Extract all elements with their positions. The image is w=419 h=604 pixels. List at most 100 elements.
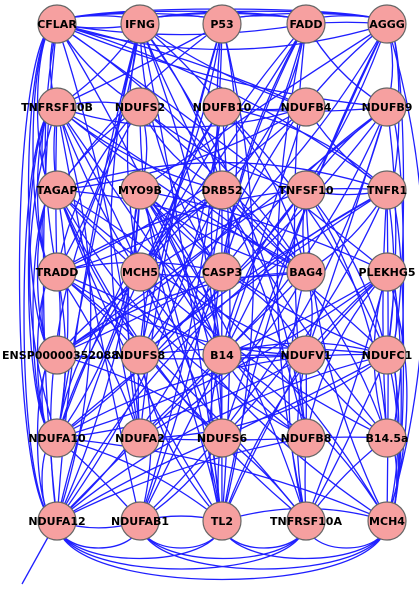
edge: [56, 437, 223, 522]
node-circle: [367, 4, 407, 44]
node-label: NDUFS2: [115, 101, 165, 114]
node[interactable]: CFLAR: [37, 4, 77, 44]
node[interactable]: NDUFB10: [193, 87, 252, 127]
node[interactable]: CASP3: [202, 252, 242, 292]
node[interactable]: MYO9B: [118, 170, 162, 210]
node-circle: [120, 87, 160, 127]
node-label: NDUFS6: [197, 432, 248, 445]
node-circle: [286, 335, 326, 375]
node-label: B14: [210, 349, 234, 362]
node[interactable]: NDUFA12: [28, 501, 86, 541]
edge: [386, 271, 408, 522]
edge: [56, 271, 307, 522]
node[interactable]: DRB52: [201, 170, 243, 210]
node[interactable]: NDUFA2: [115, 418, 165, 458]
node-label: NDUFA12: [28, 515, 85, 528]
node[interactable]: NDUFB9: [362, 87, 413, 127]
node-label: P53: [210, 18, 233, 31]
edge: [139, 189, 307, 273]
node[interactable]: NDUFV1: [281, 335, 332, 375]
node[interactable]: TAGAP: [37, 170, 78, 210]
edge: [56, 354, 307, 522]
node-circle: [37, 87, 77, 127]
node[interactable]: TNFRSF10A: [270, 501, 342, 541]
node-circle: [367, 335, 407, 375]
edge: [56, 189, 307, 273]
node[interactable]: NDUFS2: [115, 87, 165, 127]
edge: [56, 437, 307, 522]
edge: [56, 106, 388, 522]
node-circle: [202, 335, 242, 375]
edge: [139, 23, 307, 273]
edge: [139, 189, 223, 356]
node[interactable]: P53: [202, 4, 242, 44]
node[interactable]: NDUFC1: [362, 335, 413, 375]
node[interactable]: TNFR1: [367, 170, 407, 210]
node[interactable]: NDUFB4: [281, 87, 332, 127]
edge: [56, 189, 223, 273]
node[interactable]: FADD: [286, 4, 326, 44]
node[interactable]: B14.5a: [366, 418, 409, 458]
edge: [56, 23, 223, 108]
edge: [288, 271, 307, 522]
node[interactable]: PLEKHG5: [359, 252, 416, 292]
node[interactable]: TNFRSF10B: [21, 87, 93, 127]
node-circle: [37, 252, 77, 292]
edge: [305, 271, 388, 522]
edge: [221, 189, 307, 356]
edge: [139, 520, 388, 570]
node[interactable]: NDUFB8: [281, 418, 332, 458]
edge: [139, 347, 388, 356]
node[interactable]: MCH4: [367, 501, 407, 541]
node-label: MYO9B: [118, 184, 162, 197]
node-circle: [120, 335, 160, 375]
node-label: TNFSF10: [279, 184, 334, 197]
node[interactable]: NDUFS8: [115, 335, 165, 375]
node[interactable]: TNFSF10: [279, 170, 334, 210]
node-circle: [202, 418, 242, 458]
node[interactable]: BAG4: [286, 252, 326, 292]
edge: [305, 354, 388, 522]
node[interactable]: NDUFA10: [28, 418, 86, 458]
node[interactable]: B14: [202, 335, 242, 375]
node-circle: [367, 87, 407, 127]
edge: [56, 271, 223, 356]
edge: [56, 189, 388, 522]
node-circle: [286, 170, 326, 210]
node-circle: [286, 501, 326, 541]
node[interactable]: IFNG: [120, 4, 160, 44]
edge: [56, 354, 307, 360]
edge: [56, 520, 388, 581]
node-circle: [367, 418, 407, 458]
node-label: AGGG: [369, 18, 405, 31]
node-circle: [120, 252, 160, 292]
edge: [221, 106, 388, 356]
edge: [29, 106, 58, 439]
edge: [221, 271, 388, 356]
node[interactable]: MCH5: [120, 252, 160, 292]
node-label: ENSP00000352088: [2, 349, 119, 362]
edge: [56, 189, 307, 439]
node-label: CASP3: [202, 266, 242, 279]
node-circle: [202, 87, 242, 127]
edge-layer: [18, 8, 419, 585]
node-label: NDUFV1: [281, 349, 332, 362]
node[interactable]: ENSP00000352088: [2, 335, 119, 375]
node[interactable]: TRADD: [36, 252, 79, 292]
edge: [56, 10, 307, 25]
node-circle: [286, 418, 326, 458]
node[interactable]: TL2: [202, 501, 242, 541]
node-label: IFNG: [125, 18, 155, 31]
node-label: TNFRSF10B: [21, 101, 93, 114]
node-label: NDUFAB1: [111, 515, 169, 528]
edge: [56, 189, 307, 356]
node[interactable]: AGGG: [367, 4, 407, 44]
edge: [56, 271, 141, 439]
node[interactable]: NDUFS6: [197, 418, 248, 458]
node-circle: [367, 252, 407, 292]
node[interactable]: NDUFAB1: [111, 501, 169, 541]
node-circle: [202, 501, 242, 541]
